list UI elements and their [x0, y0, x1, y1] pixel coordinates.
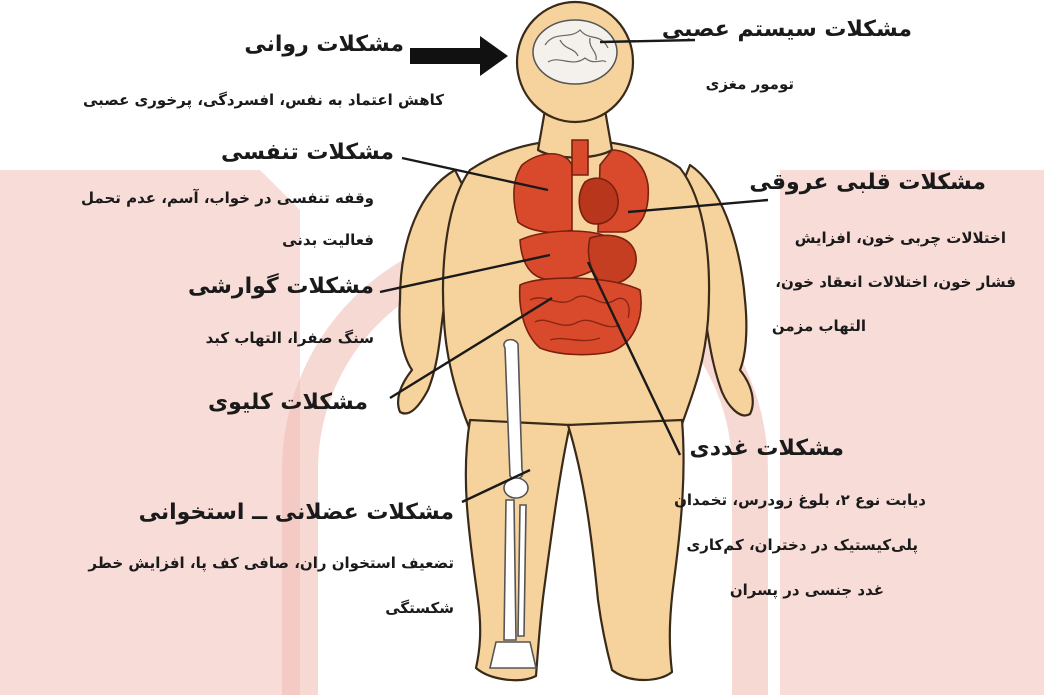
kidney-title: مشکلات کلیوی [208, 390, 368, 415]
respiratory-desc-line1: وقفه تنفسی در خواب، آسم، عدم تحمل [81, 180, 374, 216]
glandular-desc-line2: پلی‌کیستیک در دختران، کم‌کاری [687, 527, 918, 563]
glandular-title: مشکلات غددی [690, 436, 844, 461]
musculoskeletal-title: مشکلات عضلانی ــ استخوانی [139, 500, 454, 525]
left-lung [514, 154, 572, 233]
cardiovascular-desc-line3: التهاب مزمن [772, 308, 866, 344]
psychological-title: مشکلات روانی [244, 32, 404, 57]
respiratory-desc-line2: فعالیت بدنی [282, 222, 374, 258]
cardiovascular-desc-line1: اختلالات چربی خون، افزایش [795, 220, 1006, 256]
organs [514, 140, 648, 355]
heart [579, 178, 618, 224]
nervous-title: مشکلات سیستم عصبی [662, 17, 912, 42]
watermark-arc [0, 170, 300, 695]
fibula [518, 505, 526, 636]
musculoskeletal-desc-line2: شکستگی [385, 590, 454, 626]
musculoskeletal-desc-line1: تضعیف استخوان ران، صافی کف پا، افزایش خط… [88, 545, 454, 581]
digestive-desc: سنگ صفرا، التهاب کبد [206, 320, 374, 356]
nervous-desc: تومور مغزی [706, 66, 794, 102]
arrow-icon [410, 36, 508, 76]
intestines [520, 278, 641, 355]
cardiovascular-title: مشکلات قلبی عروقی [749, 170, 986, 195]
glandular-desc-line3: غدد جنسی در پسران [730, 572, 884, 608]
brain [533, 20, 617, 84]
psychological-desc: کاهش اعتماد به نفس، افسردگی، پرخوری عصبی [83, 82, 444, 118]
glandular-desc-line1: دیابت نوع ۲، بلوغ زودرس، تخمدان [674, 482, 926, 518]
tibia [504, 500, 516, 640]
foot-bones [490, 642, 536, 668]
cardiovascular-desc-line2: فشار خون، اختلالات انعقاد خون، [775, 264, 1016, 300]
digestive-title: مشکلات گوارشی [188, 274, 374, 299]
trachea [572, 140, 588, 175]
respiratory-title: مشکلات تنفسی [221, 140, 394, 165]
